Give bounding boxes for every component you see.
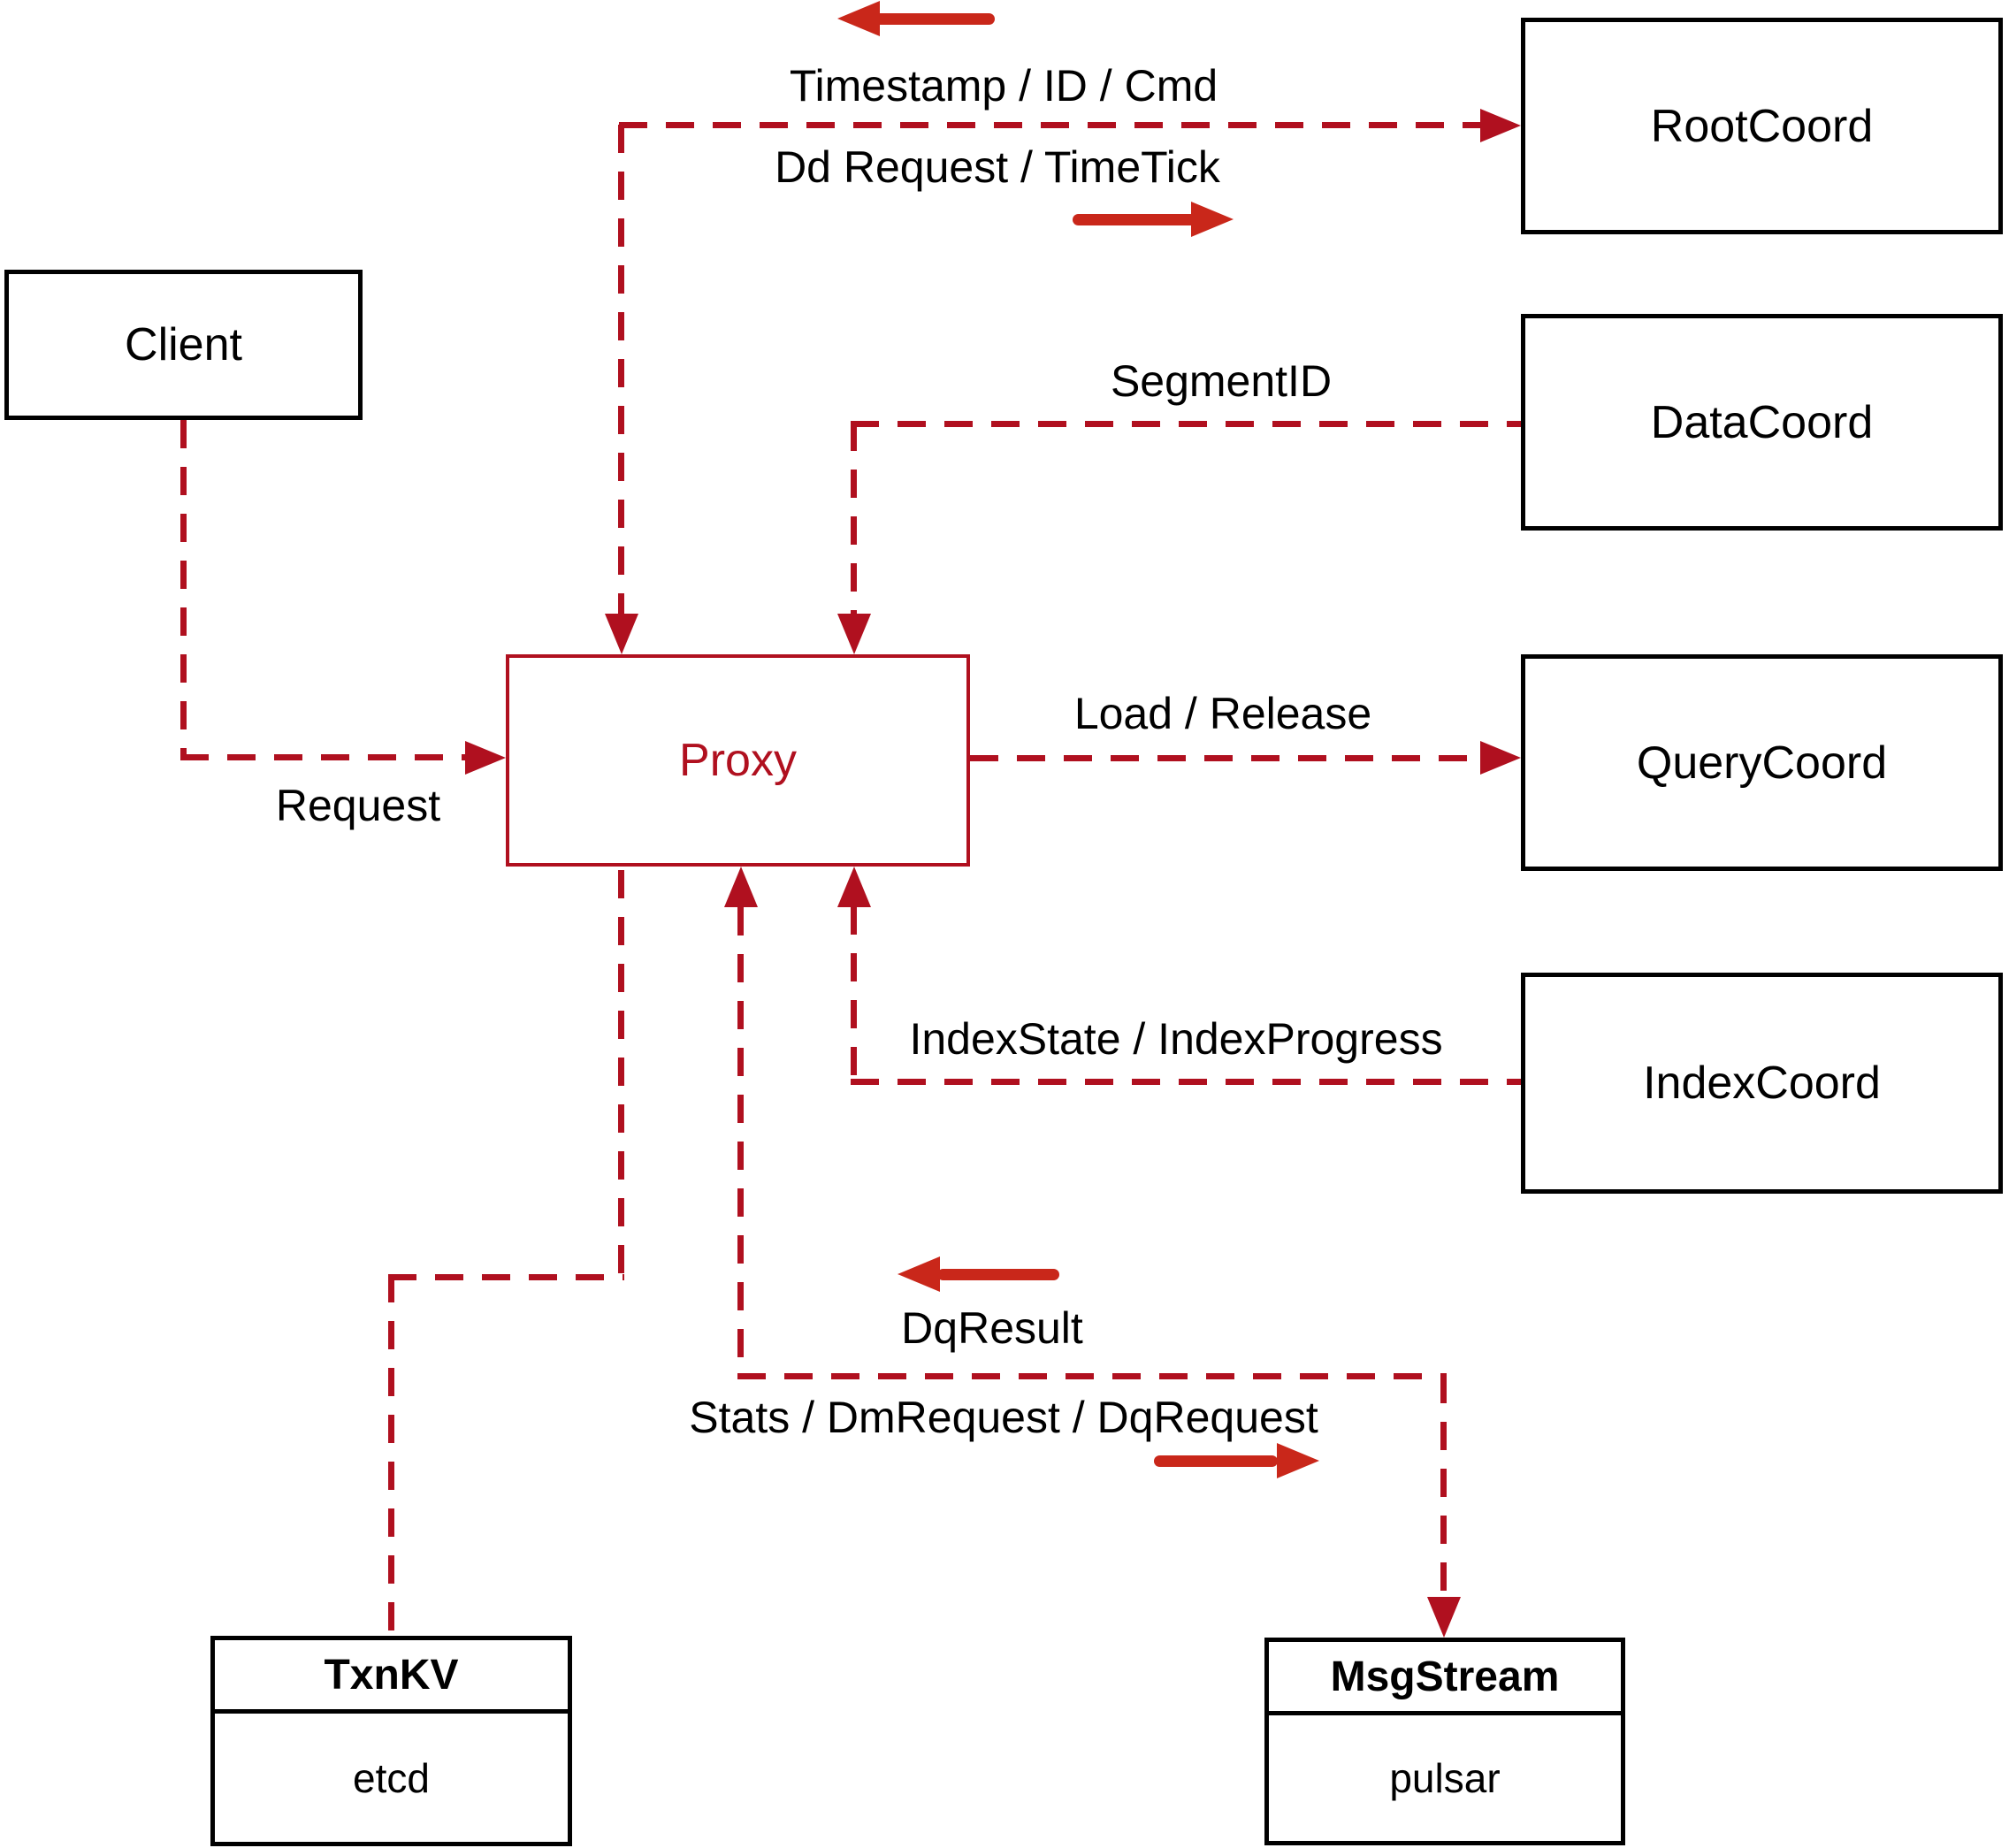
edge-proxy-rootcoord-vline [618, 125, 624, 619]
edge-label-dd-request-timetick: Dd Request / TimeTick [775, 142, 1220, 192]
arrowhead-into-proxy-bottom-left-icon [724, 867, 758, 907]
node-datacoord-label: DataCoord [1650, 396, 1874, 448]
edge-proxy-msgstream-vline1 [737, 907, 744, 1378]
edge-client-proxy-hline [180, 754, 469, 760]
edge-label-segmentid: SegmentID [1110, 356, 1333, 406]
node-datacoord: DataCoord [1521, 314, 2003, 531]
arrow-left-dqresult-icon [937, 1269, 1059, 1280]
edge-label-stats-dmrequest-dqrequest: Stats / DmRequest / DqRequest [689, 1393, 1318, 1442]
node-proxy: Proxy [506, 654, 970, 867]
arrow-left-icon-head [837, 1, 880, 36]
arrow-left-icon [871, 13, 995, 25]
edge-label-request: Request [275, 781, 441, 830]
arrowhead-into-querycoord-icon [1480, 741, 1521, 775]
edge-indexcoord-proxy-vline [851, 906, 857, 1083]
edge-indexcoord-proxy-hline [851, 1079, 1521, 1085]
edge-label-indexstate-indexprogress: IndexState / IndexProgress [909, 1014, 1443, 1064]
node-querycoord-label: QueryCoord [1636, 737, 1888, 789]
arrowhead-into-proxy-top-right-icon [837, 614, 871, 654]
edge-proxy-msgstream-hline [737, 1373, 1447, 1379]
node-txnkv: TxnKV etcd [210, 1636, 572, 1846]
edge-proxy-querycoord-hline [970, 755, 1483, 761]
arrowhead-into-msgstream-icon [1427, 1597, 1461, 1638]
arrow-right-msgstream-icon [1154, 1455, 1278, 1467]
node-msgstream-title: MsgStream [1269, 1642, 1621, 1715]
arrowhead-into-proxy-left-icon [465, 741, 506, 775]
edge-proxy-msgstream-vline2 [1440, 1375, 1447, 1597]
edge-proxy-txnkv-vline1 [618, 870, 624, 1280]
edge-proxy-rootcoord-hline [619, 122, 1482, 128]
node-proxy-label: Proxy [679, 735, 797, 786]
node-rootcoord-label: RootCoord [1650, 100, 1874, 152]
node-rootcoord: RootCoord [1521, 18, 2003, 234]
edge-datacoord-proxy-hline [851, 421, 1521, 427]
arrowhead-into-rootcoord-icon [1480, 109, 1521, 142]
arrow-right-msgstream-icon-head [1277, 1443, 1319, 1478]
node-txnkv-impl: etcd [353, 1754, 430, 1801]
edge-datacoord-proxy-vline [851, 423, 857, 617]
arrow-left-dqresult-icon-head [898, 1256, 940, 1292]
arrow-right-icon-head [1191, 202, 1234, 237]
edge-label-dqresult: DqResult [901, 1303, 1083, 1353]
node-txnkv-title: TxnKV [215, 1640, 568, 1714]
edge-label-load-release: Load / Release [1073, 689, 1372, 738]
node-indexcoord-label: IndexCoord [1643, 1058, 1881, 1109]
node-indexcoord: IndexCoord [1521, 973, 2003, 1194]
edge-proxy-txnkv-vline2 [388, 1274, 394, 1636]
arrowhead-into-proxy-bottom-right-icon [837, 867, 871, 907]
node-msgstream-impl: pulsar [1389, 1755, 1501, 1801]
node-querycoord: QueryCoord [1521, 654, 2003, 871]
node-msgstream: MsgStream pulsar [1264, 1638, 1625, 1845]
node-client: Client [4, 270, 363, 420]
arrowhead-into-proxy-top-left-icon [605, 614, 638, 654]
edge-client-proxy-vline [180, 420, 187, 757]
edge-label-timestamp-id-cmd: Timestamp / ID / Cmd [789, 61, 1218, 111]
edge-proxy-txnkv-hline [388, 1274, 624, 1280]
node-client-label: Client [125, 319, 242, 370]
arrow-right-icon [1073, 214, 1196, 225]
